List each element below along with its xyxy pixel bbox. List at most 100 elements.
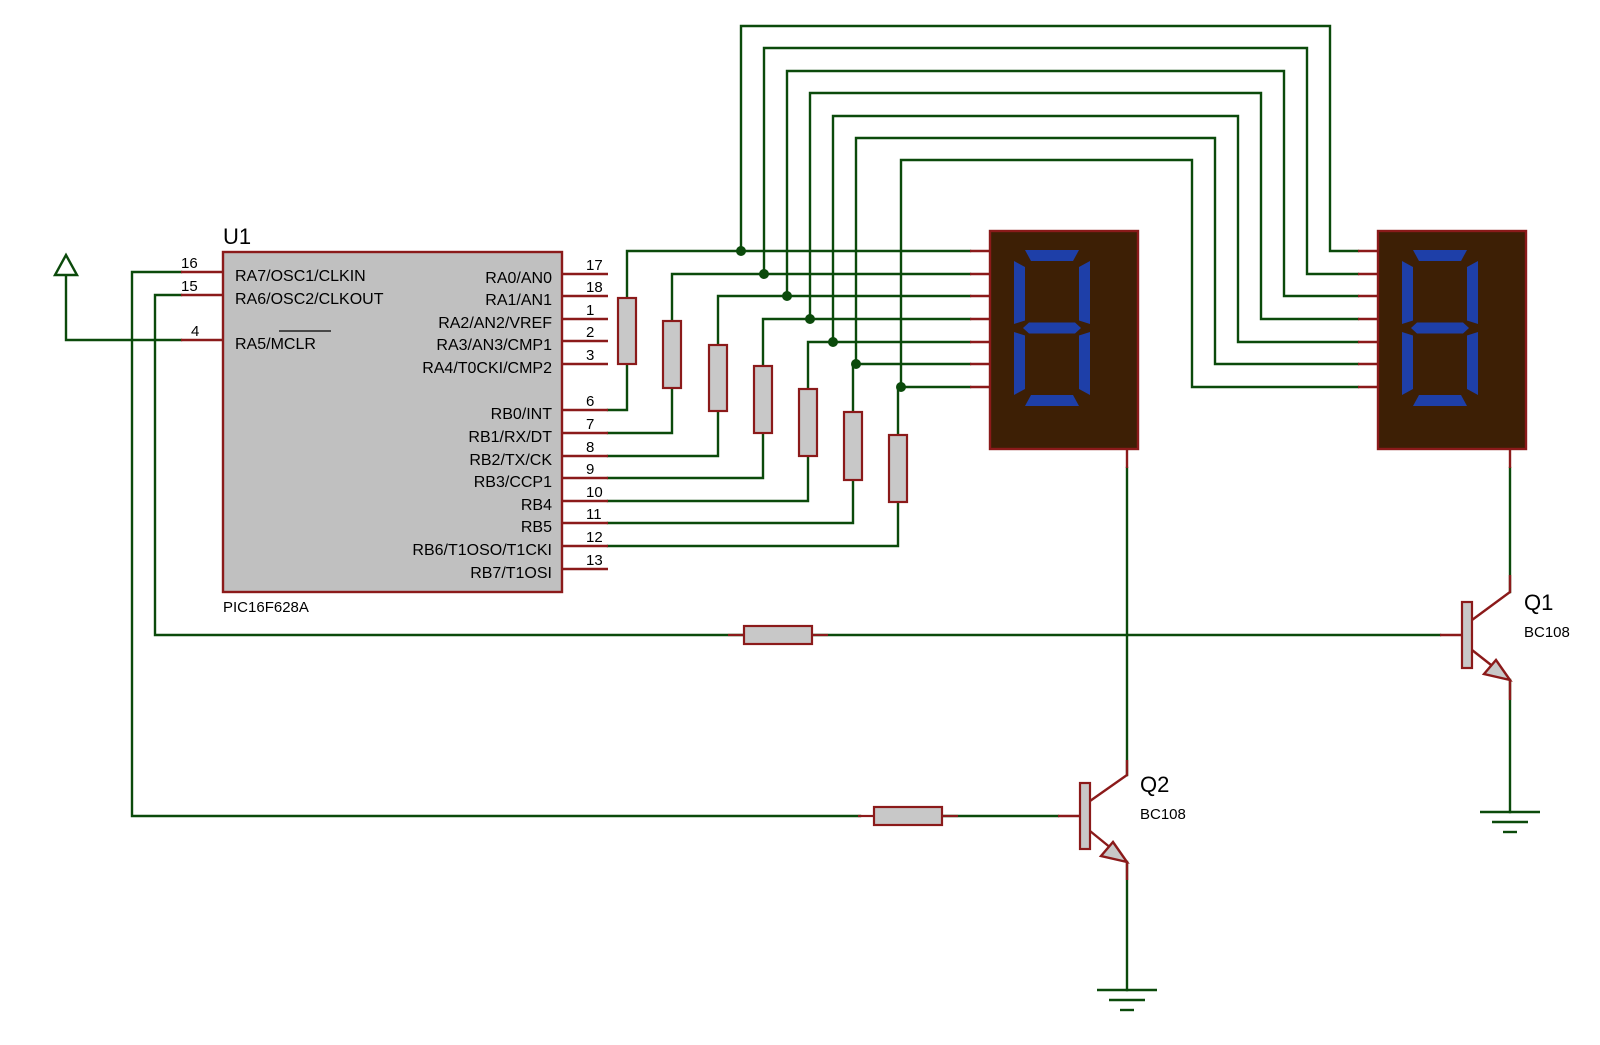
pin-label-ra2: RA2/AN2/VREF bbox=[438, 315, 552, 332]
pin-num-6: 6 bbox=[586, 393, 594, 410]
bus-a bbox=[739, 24, 1360, 253]
pin-num-18: 18 bbox=[586, 279, 603, 296]
pin-num-12: 12 bbox=[586, 529, 603, 546]
bus-c bbox=[785, 69, 1360, 298]
transistor-base-bar bbox=[1078, 781, 1092, 851]
pin-num-8: 8 bbox=[586, 439, 594, 456]
pin-num-1: 1 bbox=[586, 302, 594, 319]
segment-d bbox=[1413, 395, 1467, 406]
transistor-base-bar bbox=[1460, 600, 1474, 670]
emitter-arrow-icon bbox=[1098, 840, 1130, 864]
wire-rb3 bbox=[606, 431, 765, 480]
bus-g bbox=[899, 158, 1360, 389]
display-body bbox=[1376, 229, 1528, 451]
wire-rb5 bbox=[606, 478, 855, 525]
segment-b bbox=[1467, 261, 1478, 324]
q1-refdes: Q1 bbox=[1524, 590, 1553, 615]
segment-g bbox=[1023, 322, 1081, 334]
wire-rb4 bbox=[606, 454, 810, 503]
wire-rb0 bbox=[606, 362, 629, 412]
seven-segment-display-1[interactable] bbox=[970, 229, 1140, 468]
right-pin-stubs bbox=[562, 272, 608, 571]
resistor-r-seg-b[interactable] bbox=[661, 319, 683, 390]
resistor-r-seg-f[interactable] bbox=[842, 410, 864, 482]
right-pin-numbers: 17 18 1 2 3 6 7 8 9 10 11 12 13 bbox=[586, 257, 603, 569]
resistor-r-seg-c[interactable] bbox=[707, 343, 729, 413]
microcontroller-u1[interactable]: U1 PIC16F628A RA7/OSC1/CLKIN RA6/OSC2/CL… bbox=[181, 224, 608, 616]
pin-label-rb1: RB1/RX/DT bbox=[468, 429, 552, 446]
pin-label-rb7: RB7/T1OSI bbox=[470, 565, 552, 582]
pin-num-13: 13 bbox=[586, 552, 603, 569]
bus-e bbox=[831, 114, 1360, 344]
ground-icon bbox=[1097, 988, 1157, 1012]
wire-rb6 bbox=[606, 500, 900, 548]
resistor-r-seg-d[interactable] bbox=[752, 364, 774, 435]
wire-rb1 bbox=[606, 386, 674, 435]
u1-refdes: U1 bbox=[223, 224, 251, 249]
display-pin-stubs bbox=[1358, 249, 1512, 468]
seven-segment-display-icon bbox=[1402, 250, 1478, 406]
pin-num-3: 3 bbox=[586, 347, 594, 364]
junction-dot bbox=[828, 337, 838, 347]
wire-seg-g bbox=[896, 385, 972, 437]
junction-dot bbox=[805, 314, 815, 324]
pin-label-ra4: RA4/T0CKI/CMP2 bbox=[422, 360, 552, 377]
seven-segment-display-2[interactable] bbox=[1358, 229, 1528, 468]
pin-label-rb5: RB5 bbox=[521, 519, 552, 536]
transistor-q2[interactable]: Q2 BC108 bbox=[1058, 760, 1186, 880]
display-pin-stubs bbox=[970, 249, 1129, 468]
wire-seg-b bbox=[670, 272, 972, 323]
pin-label-rb4: RB4 bbox=[521, 497, 552, 514]
bus-f bbox=[854, 136, 1360, 366]
right-pin-labels: RA0/AN0 RA1/AN1 RA2/AN2/VREF RA3/AN3/CMP… bbox=[412, 270, 552, 582]
junction-dot bbox=[896, 382, 906, 392]
pin-label-ra0: RA0/AN0 bbox=[485, 270, 552, 287]
power-arrow-icon bbox=[52, 252, 80, 277]
pin-num-17: 17 bbox=[586, 257, 603, 274]
segment-a bbox=[1413, 250, 1467, 261]
junction-dot bbox=[782, 291, 792, 301]
pin-label-rb2: RB2/TX/CK bbox=[469, 452, 552, 469]
pin-label-ra5: RA5/MCLR bbox=[235, 336, 316, 353]
segment-b bbox=[1079, 261, 1090, 324]
left-pin-stubs bbox=[181, 270, 223, 342]
segment-d bbox=[1025, 395, 1079, 406]
wire-ra7 bbox=[130, 270, 862, 818]
segment-c bbox=[1079, 332, 1090, 395]
pin-num-15: 15 bbox=[181, 278, 198, 295]
pin-label-ra3: RA3/AN3/CMP1 bbox=[436, 337, 552, 354]
segment-f bbox=[1014, 261, 1025, 324]
pin-num-9: 9 bbox=[586, 461, 594, 478]
pin-num-4: 4 bbox=[191, 323, 199, 340]
emitter-arrow-icon bbox=[1481, 658, 1513, 682]
u1-part: PIC16F628A bbox=[223, 599, 309, 616]
pin-num-11: 11 bbox=[586, 506, 602, 523]
resistor-r-seg-e[interactable] bbox=[797, 387, 819, 458]
junction-dot bbox=[736, 246, 746, 256]
resistor-r-seg-a[interactable] bbox=[616, 296, 638, 366]
resistor-r-seg-g[interactable] bbox=[887, 433, 909, 504]
junction-dot bbox=[759, 269, 769, 279]
segment-f bbox=[1402, 261, 1413, 324]
ground-icon bbox=[1480, 810, 1540, 834]
resistor-r-q1-base[interactable] bbox=[742, 624, 814, 646]
wire-rb2 bbox=[606, 409, 720, 458]
junctions bbox=[736, 246, 906, 392]
pin-label-rb0: RB0/INT bbox=[491, 406, 553, 423]
q2-part: BC108 bbox=[1140, 806, 1186, 823]
wire-seg-c bbox=[716, 294, 972, 347]
segment-g bbox=[1411, 322, 1469, 334]
pin-num-16: 16 bbox=[181, 255, 198, 272]
pin-label-ra1: RA1/AN1 bbox=[485, 292, 552, 309]
transistor-q1[interactable]: Q1 BC108 bbox=[1440, 575, 1570, 700]
resistor-r-q2-base[interactable] bbox=[872, 805, 944, 827]
pin-label-rb6: RB6/T1OSO/T1CKI bbox=[412, 542, 552, 559]
resistor-leads bbox=[728, 633, 958, 818]
display-body bbox=[988, 229, 1140, 451]
ic-body bbox=[221, 250, 564, 594]
bus-d bbox=[808, 91, 1360, 321]
pin-num-2: 2 bbox=[586, 324, 594, 341]
segment-e bbox=[1014, 332, 1025, 395]
wire-mclr bbox=[64, 270, 183, 342]
